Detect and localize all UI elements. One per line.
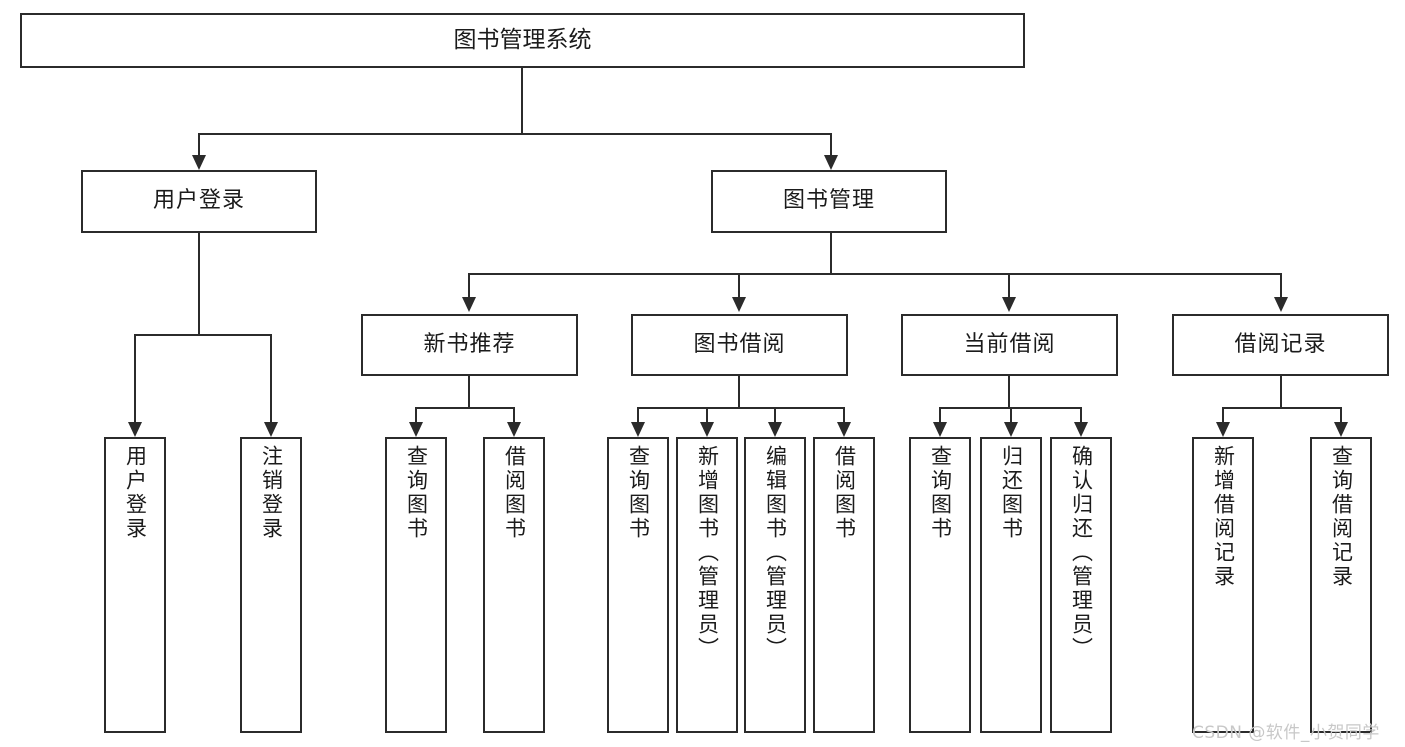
arrow-to-borrow-record xyxy=(1274,297,1288,312)
arrow-leaf-logout-login xyxy=(264,422,278,437)
connector-borrow-record-bus xyxy=(1222,407,1341,409)
node-book-borrow[interactable]: 图书借阅 xyxy=(631,314,848,376)
connector-user-login-stem xyxy=(198,233,200,335)
arrow-leaf-query-book-recommend xyxy=(409,422,423,437)
connector-to-book-borrow xyxy=(738,273,740,297)
arrow-leaf-confirm-return-admin xyxy=(1074,422,1088,437)
connector-new-book-recommend-bus xyxy=(415,407,514,409)
leaf-query-book-current-label: 查询图书 xyxy=(928,445,953,541)
arrow-leaf-query-borrow-record xyxy=(1334,422,1348,437)
arrow-leaf-query-book-borrow xyxy=(631,422,645,437)
leaf-return-book[interactable]: 归还图书 xyxy=(980,437,1042,733)
node-current-borrow-label: 当前借阅 xyxy=(963,331,1056,357)
leaf-query-book-recommend[interactable]: 查询图书 xyxy=(385,437,447,733)
node-user-login-label: 用户登录 xyxy=(152,188,245,214)
connector-to-current-borrow xyxy=(1008,273,1010,297)
arrow-leaf-borrow-book-recommend xyxy=(507,422,521,437)
connector-new-book-recommend-stem xyxy=(468,376,470,408)
arrow-leaf-edit-book-admin xyxy=(768,422,782,437)
connector-level3-bus xyxy=(468,273,1282,275)
node-root-system[interactable]: 图书管理系统 xyxy=(20,13,1025,68)
arrow-leaf-query-book-current xyxy=(933,422,947,437)
connector-user-login-bus xyxy=(134,334,270,336)
arrow-to-user-login xyxy=(192,155,206,170)
leaf-query-borrow-record[interactable]: 查询借阅记录 xyxy=(1310,437,1372,733)
leaf-edit-book-admin-label: 编辑图书（管理员） xyxy=(763,445,788,661)
leaf-query-book-borrow-label: 查询图书 xyxy=(626,445,651,541)
node-book-management-label: 图书管理 xyxy=(782,188,875,214)
leaf-borrow-book-recommend-label: 借阅图书 xyxy=(502,445,527,541)
leaf-borrow-book[interactable]: 借阅图书 xyxy=(813,437,875,733)
connector-to-borrow-record xyxy=(1280,273,1282,297)
arrow-to-new-book-recommend xyxy=(462,297,476,312)
arrow-leaf-return-book xyxy=(1004,422,1018,437)
connector-bb-4 xyxy=(843,407,845,422)
connector-cb-1 xyxy=(939,407,941,422)
node-book-borrow-label: 图书借阅 xyxy=(693,331,786,357)
connector-cb-3 xyxy=(1080,407,1082,422)
leaf-query-book-recommend-label: 查询图书 xyxy=(404,445,429,541)
connector-borrow-record-stem xyxy=(1280,376,1282,408)
arrow-leaf-add-borrow-record xyxy=(1216,422,1230,437)
node-borrow-record[interactable]: 借阅记录 xyxy=(1172,314,1389,376)
leaf-logout-login-label: 注销登录 xyxy=(259,445,284,541)
leaf-confirm-return-admin[interactable]: 确认归还（管理员） xyxy=(1050,437,1112,733)
connector-root-stem xyxy=(521,68,523,134)
leaf-borrow-book-label: 借阅图书 xyxy=(832,445,857,541)
connector-bb-3 xyxy=(774,407,776,422)
leaf-query-book-current[interactable]: 查询图书 xyxy=(909,437,971,733)
connector-br-left xyxy=(1222,407,1224,422)
leaf-confirm-return-admin-label: 确认归还（管理员） xyxy=(1069,445,1094,661)
connector-bb-1 xyxy=(637,407,639,422)
connector-book-borrow-bus xyxy=(637,407,845,409)
connector-nbr-right xyxy=(513,407,515,422)
leaf-add-borrow-record-label: 新增借阅记录 xyxy=(1211,445,1236,589)
leaf-query-book-borrow[interactable]: 查询图书 xyxy=(607,437,669,733)
leaf-edit-book-admin[interactable]: 编辑图书（管理员） xyxy=(744,437,806,733)
connector-current-borrow-stem xyxy=(1008,376,1010,408)
connector-to-book-management xyxy=(830,133,832,155)
connector-cb-2 xyxy=(1010,407,1012,422)
node-user-login[interactable]: 用户登录 xyxy=(81,170,317,233)
connector-br-right xyxy=(1340,407,1342,422)
arrow-leaf-user-login xyxy=(128,422,142,437)
leaf-user-login-label: 用户登录 xyxy=(123,445,148,541)
connector-user-login-right xyxy=(270,334,272,422)
arrow-to-current-borrow xyxy=(1002,297,1016,312)
csdn-watermark: CSDN @软件_小贺同学 xyxy=(1192,723,1380,743)
arrow-leaf-borrow-book xyxy=(837,422,851,437)
connector-bb-2 xyxy=(706,407,708,422)
connector-book-management-stem xyxy=(830,233,832,274)
node-book-management[interactable]: 图书管理 xyxy=(711,170,947,233)
node-current-borrow[interactable]: 当前借阅 xyxy=(901,314,1118,376)
connector-level2-bus xyxy=(198,133,832,135)
connector-to-user-login xyxy=(198,133,200,155)
connector-book-borrow-stem xyxy=(738,376,740,408)
connector-to-new-book-recommend xyxy=(468,273,470,297)
leaf-logout-login[interactable]: 注销登录 xyxy=(240,437,302,733)
arrow-to-book-borrow xyxy=(732,297,746,312)
arrow-to-book-management xyxy=(824,155,838,170)
arrow-leaf-add-book-admin xyxy=(700,422,714,437)
connector-user-login-left xyxy=(134,334,136,422)
node-new-book-recommend[interactable]: 新书推荐 xyxy=(361,314,578,376)
node-root-label: 图书管理系统 xyxy=(453,26,592,53)
leaf-add-book-admin-label: 新增图书（管理员） xyxy=(695,445,720,661)
leaf-add-borrow-record[interactable]: 新增借阅记录 xyxy=(1192,437,1254,733)
leaf-add-book-admin[interactable]: 新增图书（管理员） xyxy=(676,437,738,733)
leaf-query-borrow-record-label: 查询借阅记录 xyxy=(1329,445,1354,589)
leaf-borrow-book-recommend[interactable]: 借阅图书 xyxy=(483,437,545,733)
leaf-return-book-label: 归还图书 xyxy=(999,445,1024,541)
connector-nbr-left xyxy=(415,407,417,422)
node-borrow-record-label: 借阅记录 xyxy=(1234,331,1327,357)
node-new-book-recommend-label: 新书推荐 xyxy=(423,331,516,357)
leaf-user-login[interactable]: 用户登录 xyxy=(104,437,166,733)
